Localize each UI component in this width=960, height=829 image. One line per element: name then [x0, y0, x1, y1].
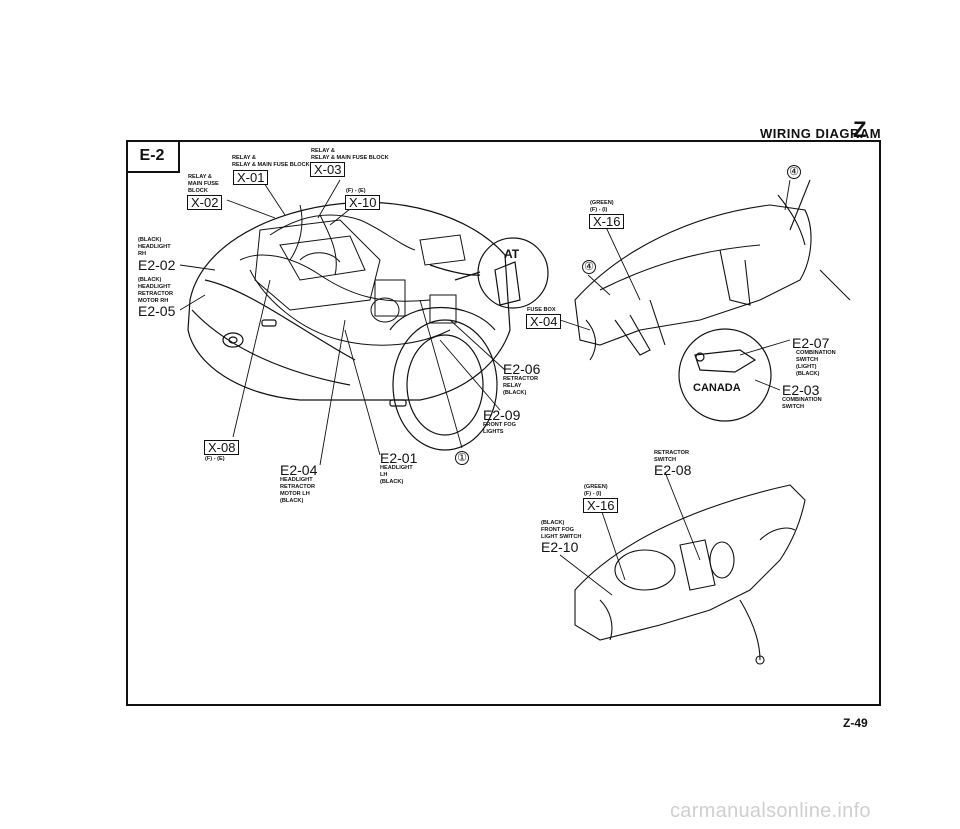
e2-06-l2: RELAY [503, 383, 522, 389]
x16b-desc: (F) - (I) [584, 491, 602, 497]
e2-07-l2: SWITCH [796, 357, 819, 363]
e2-05-code: E2-05 [138, 303, 176, 319]
e2-10-code: E2-10 [541, 539, 579, 555]
e2-05-l2: HEADLIGHT [138, 284, 171, 290]
section-letter: Z [853, 117, 867, 142]
x16a-color: (GREEN) [590, 200, 614, 206]
e2-03-code: E2-03 [782, 382, 820, 398]
e2-02-code: E2-02 [138, 257, 176, 273]
section-tag: E-2 [126, 140, 180, 173]
x03-desc-1: RELAY & [311, 148, 335, 154]
e2-10-l2: FRONT FOG [541, 527, 574, 533]
e2-10-l1: (BLACK) [541, 520, 565, 526]
diagram-frame [126, 140, 881, 706]
connector-x02: X-02 [187, 195, 223, 210]
x10-desc: (F) - (E) [346, 188, 366, 194]
engine-bay [239, 204, 466, 346]
at-callout: AT [504, 247, 520, 261]
canada-inset [678, 328, 772, 422]
e2-06-code: E2-06 [503, 361, 541, 377]
x08-desc: (F) - (E) [205, 456, 225, 462]
e2-08-l1: RETRACTOR [654, 450, 690, 456]
watermark: carmanualsonline.info [670, 800, 871, 822]
at-inset [429, 237, 549, 309]
e2-01-l1: HEADLIGHT [380, 465, 413, 471]
e2-07-l3: (LIGHT) [796, 364, 817, 370]
e2-06-l1: RETRACTOR [503, 376, 539, 382]
e2-07-l4: (BLACK) [796, 371, 820, 377]
e2-05-l1: (BLACK) [138, 277, 162, 283]
e2-08-code: E2-08 [654, 462, 692, 478]
e2-09-l2: LIGHTS [483, 429, 504, 435]
e2-06-l3: (BLACK) [503, 390, 527, 396]
x01-desc: RELAY & MAIN FUSE BLOCK [232, 162, 310, 168]
e2-08-l2: SWITCH [654, 457, 677, 463]
e2-04-code: E2-04 [280, 462, 318, 478]
x04-desc: FUSE BOX [527, 307, 556, 313]
x03-desc: RELAY & MAIN FUSE BLOCK [311, 155, 389, 161]
e2-02-l3: RH [138, 251, 147, 257]
e2-03-l1: COMBINATION [782, 397, 822, 403]
connector-x08: X-08 [204, 440, 240, 455]
leader-lines [179, 179, 791, 596]
e2-05-l3: RETRACTOR [138, 291, 174, 297]
e2-04-l1: HEADLIGHT [280, 477, 313, 483]
e2-02-l2: HEADLIGHT [138, 244, 171, 250]
x01-desc-1: RELAY & [232, 155, 256, 161]
page-number: Z-49 [843, 716, 868, 730]
e2-10-l3: LIGHT SWITCH [541, 534, 582, 540]
e2-09-l1: FRONT FOG [483, 422, 516, 428]
dashboard-lower [574, 484, 806, 665]
e2-04-l4: (BLACK) [280, 498, 304, 504]
circle-number-4-top: ④ [787, 165, 801, 179]
e2-07-l1: COMBINATION [796, 350, 836, 356]
connector-x01: X-01 [233, 170, 269, 185]
x02-desc-3: BLOCK [188, 188, 208, 194]
dashboard-upper [574, 179, 851, 361]
e2-07-code: E2-07 [792, 335, 830, 351]
circle-number-4-left: ④ [582, 260, 596, 274]
canada-callout: CANADA [693, 382, 741, 394]
e2-03-l2: SWITCH [782, 404, 805, 410]
connector-x03: X-03 [310, 162, 346, 177]
x02-desc-2: MAIN FUSE [188, 181, 219, 187]
e2-01-code: E2-01 [380, 450, 418, 466]
e2-04-l3: MOTOR LH [280, 491, 310, 497]
car-body-outline [187, 201, 511, 451]
circle-number-1: ① [455, 451, 469, 465]
x16a-desc: (F) - (I) [590, 207, 608, 213]
x16b-color: (GREEN) [584, 484, 608, 490]
connector-x16-upper: X-16 [589, 214, 625, 229]
connector-x10: X-10 [345, 195, 381, 210]
e2-04-l2: RETRACTOR [280, 484, 316, 490]
connector-x04: X-04 [526, 314, 562, 329]
e2-09-code: E2-09 [483, 407, 521, 423]
connector-x16-lower: X-16 [583, 498, 619, 513]
e2-02-l1: (BLACK) [138, 237, 162, 243]
x02-desc-1: RELAY & [188, 174, 212, 180]
e2-05-l4: MOTOR RH [138, 298, 169, 304]
diagram-title: WIRING DIAGRAM [760, 126, 882, 141]
e2-01-l3: (BLACK) [380, 479, 404, 485]
e2-01-l2: LH [380, 472, 388, 478]
